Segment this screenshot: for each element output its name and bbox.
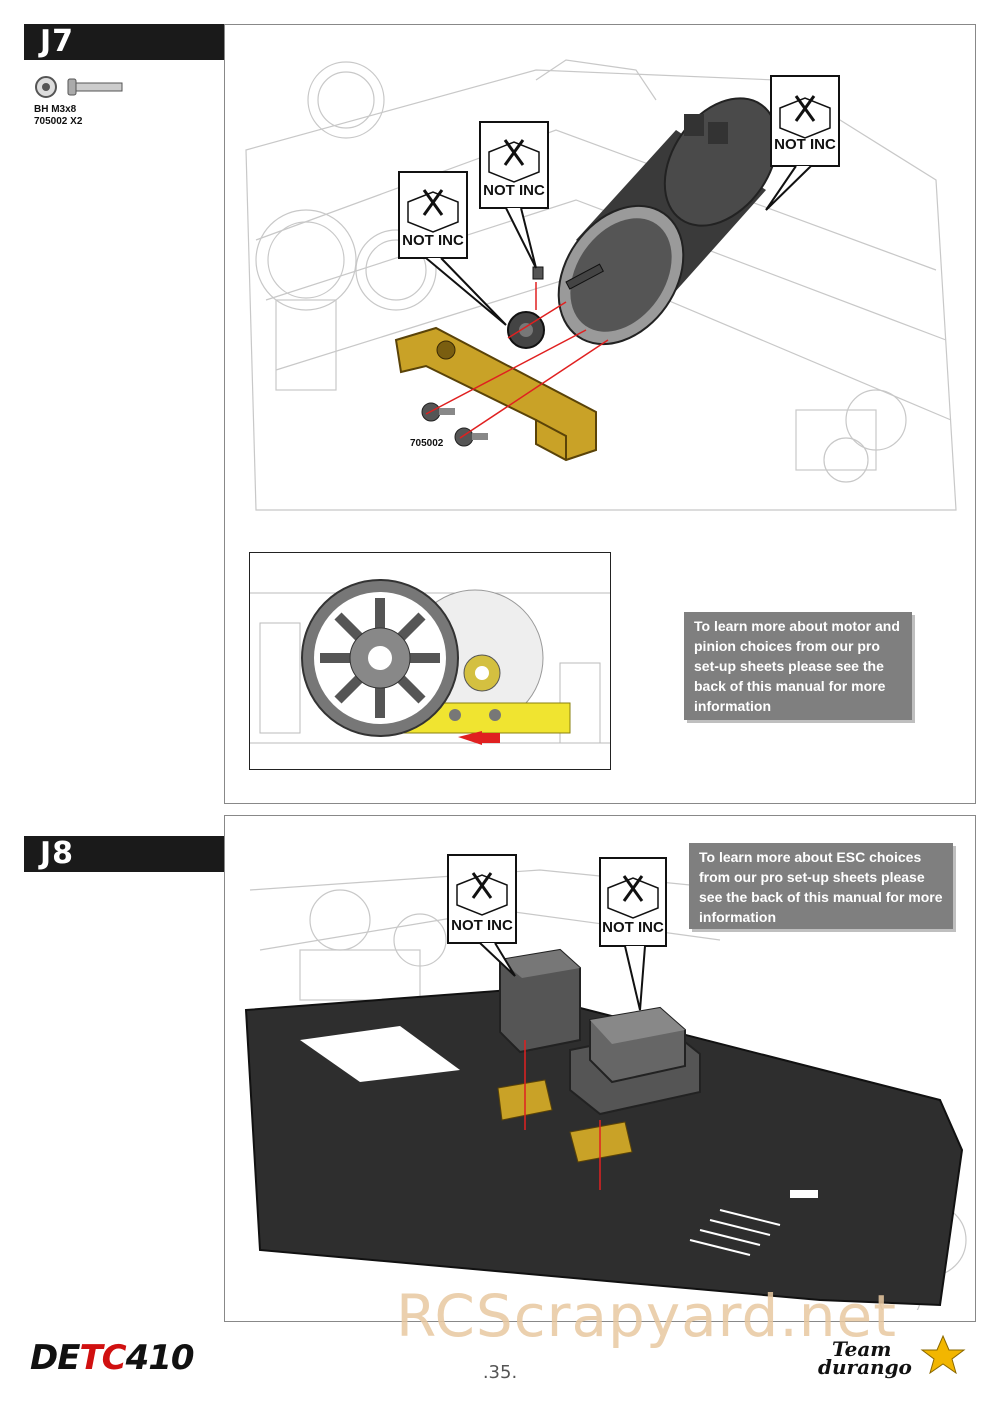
not-included-label: NOT INC [602, 919, 664, 936]
box-icon [407, 191, 459, 233]
parts-callout-j7: BH M3x8 705002 X2 [34, 74, 124, 128]
not-included-label: NOT INC [483, 182, 545, 199]
not-included-label: NOT INC [451, 917, 513, 934]
detc410-logo: DETC410 [30, 1338, 195, 1378]
step-label-j8: J8 [24, 836, 224, 872]
team-durango-logo: Team durango [818, 1334, 966, 1377]
esc-receiver-illustration [244, 854, 967, 1310]
gear-mesh-illustration [250, 579, 610, 745]
sidebar-divider-j8 [24, 872, 226, 1322]
star-icon [920, 1334, 966, 1374]
motor-pinion-info-note: To learn more about motor and pinion cho… [684, 612, 912, 720]
esc [569, 1006, 701, 1116]
screw-icon [35, 76, 123, 98]
motor-assembly-illustration [245, 59, 957, 511]
part-number-label: 705002 [410, 438, 444, 449]
page-number: .35. [482, 1362, 518, 1383]
receiver [499, 948, 581, 1054]
sidebar-divider-j7 [24, 60, 226, 804]
watermark: RCScrapyard.net [396, 1282, 897, 1350]
not-included-label: NOT INC [774, 136, 836, 153]
not-included-label: NOT INC [402, 232, 464, 249]
parts-size: BH M3x8 [34, 104, 77, 115]
step-label-j7: J7 [24, 24, 224, 60]
motor [557, 97, 779, 346]
esc-info-note: To learn more about ESC choices from our… [689, 843, 953, 929]
parts-code: 705002 X2 [34, 116, 83, 127]
inset-gear-mesh [249, 552, 611, 770]
